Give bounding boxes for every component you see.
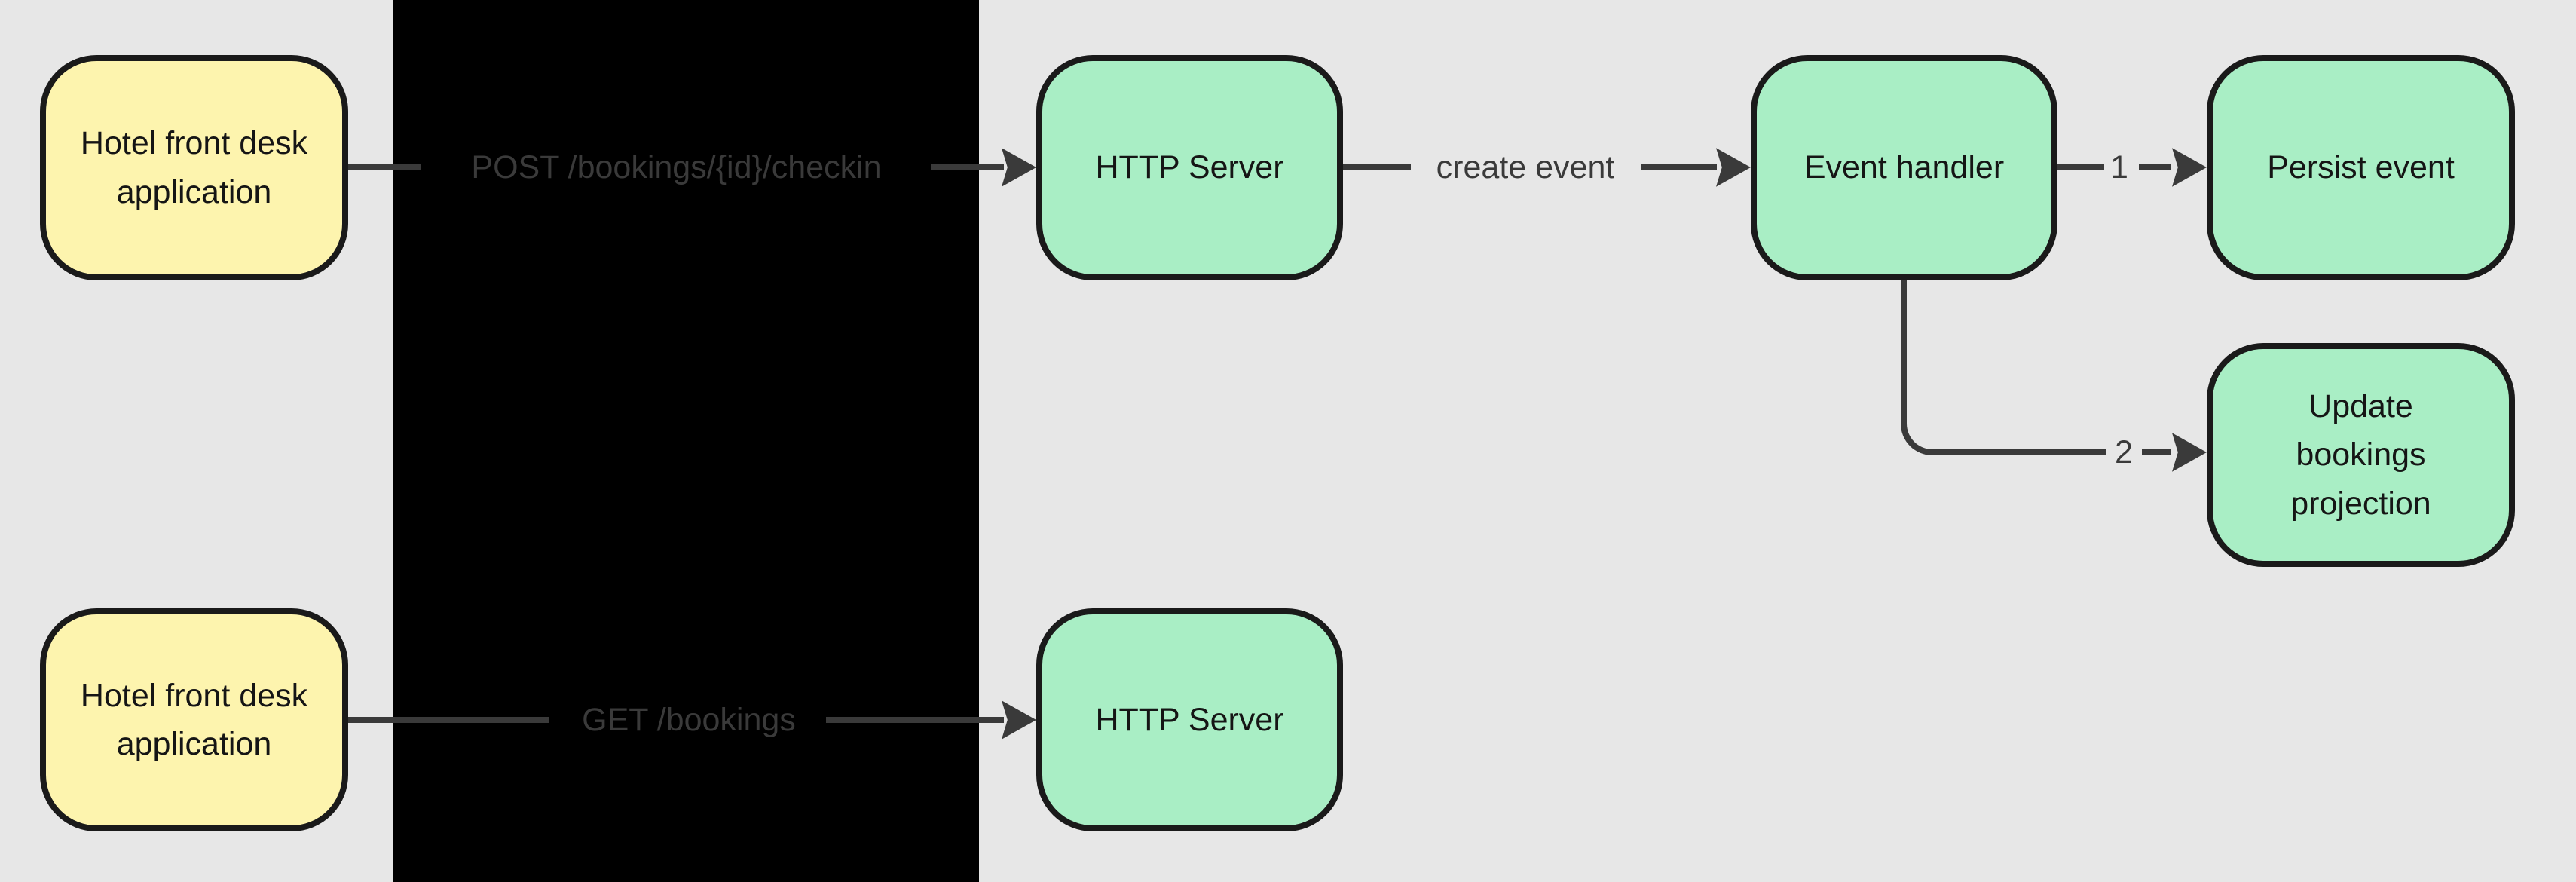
edge-label-create-event: create event (1436, 149, 1615, 185)
arrowhead-icon (2172, 148, 2207, 187)
edge-line-2-b (2142, 449, 2171, 455)
node-label: Update bookings projection (2290, 387, 2431, 522)
edge-line-create-event-b (1641, 164, 1717, 170)
edge-line-post-checkin-a (348, 164, 421, 170)
edge-line-create-event-a (1343, 164, 1411, 170)
edge-line-1-a (2057, 164, 2104, 170)
node-update-bookings-projection: Update bookings projection (2207, 343, 2515, 567)
edge-line-2-elbow (1901, 280, 2106, 455)
node-label: HTTP Server (1095, 701, 1284, 738)
node-label: Persist event (2267, 149, 2455, 186)
edge-label-2: 2 (2115, 434, 2133, 470)
node-http-server-2: HTTP Server (1036, 608, 1343, 831)
arrowhead-icon (1716, 148, 1751, 187)
edge-line-get-bookings-b (826, 717, 1004, 723)
edge-label-get-bookings: GET /bookings (582, 702, 796, 738)
edge-label-1: 1 (2110, 149, 2128, 185)
node-persist-event: Persist event (2207, 55, 2515, 280)
node-http-server-1: HTTP Server (1036, 55, 1343, 280)
arrowhead-icon (1002, 148, 1036, 187)
node-event-handler: Event handler (1751, 55, 2057, 280)
node-hotel-front-desk-application-1: Hotel front desk application (40, 55, 348, 280)
arrowhead-icon (1002, 700, 1036, 740)
edge-label-post-checkin: POST /bookings/{id}/checkin (471, 149, 882, 185)
node-label: HTTP Server (1095, 149, 1284, 186)
edge-line-get-bookings-a (348, 717, 549, 723)
node-hotel-front-desk-application-2: Hotel front desk application (40, 608, 348, 831)
redaction-overlay (393, 0, 979, 882)
edge-line-1-b (2139, 164, 2171, 170)
edge-line-post-checkin-b (931, 164, 1004, 170)
node-label: Hotel front desk application (80, 125, 308, 210)
node-label: Hotel front desk application (80, 677, 308, 763)
arrowhead-icon (2172, 433, 2207, 472)
node-label: Event handler (1804, 149, 2005, 186)
